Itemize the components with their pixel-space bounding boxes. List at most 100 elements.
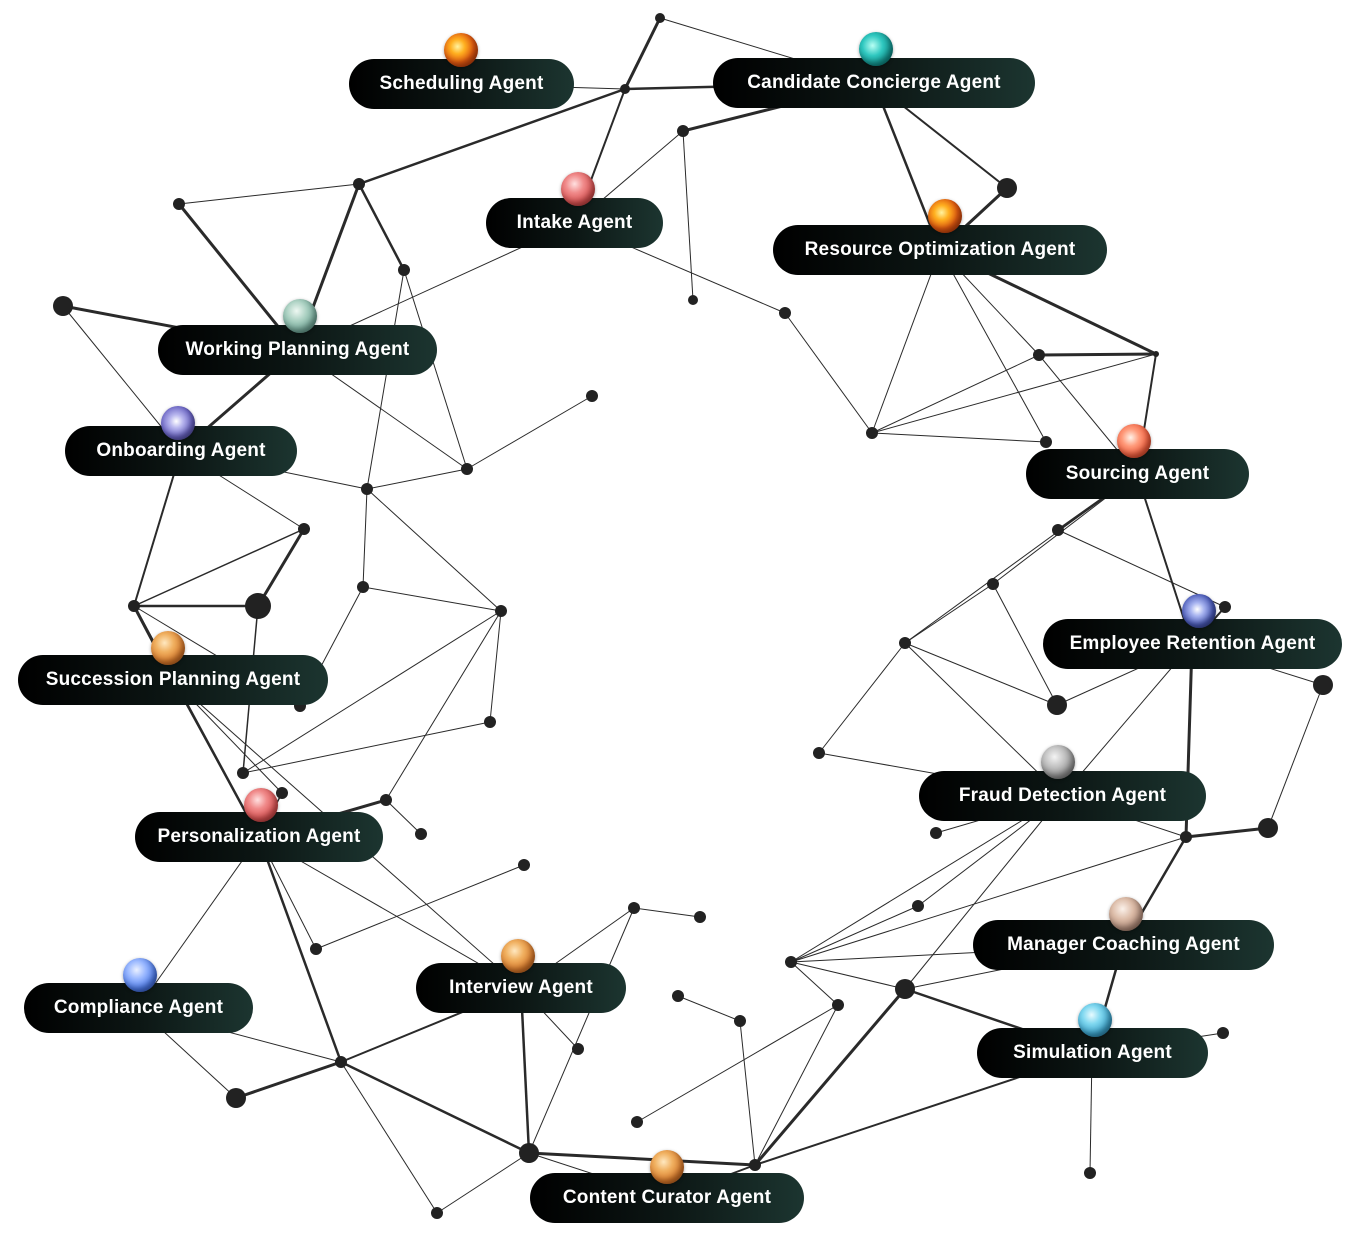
network-edge: [385, 799, 422, 835]
network-node: [53, 296, 73, 316]
network-edge: [633, 907, 701, 918]
onboarding-agent-label: Onboarding Agent: [96, 440, 266, 461]
working-planning-agent-label: Working Planning Agent: [185, 339, 410, 360]
interview-agent-label: Interview Agent: [449, 977, 593, 998]
network-edge: [739, 1020, 756, 1166]
red-orb-icon: [244, 788, 278, 822]
compliance-agent-label: Compliance Agent: [53, 997, 224, 1018]
network-edge: [623, 17, 662, 90]
network-node: [912, 900, 924, 912]
sourcing-agent-label: Sourcing Agent: [1065, 463, 1210, 484]
network-node: [930, 827, 942, 839]
simulation-agent-label: Simulation Agent: [1013, 1042, 1172, 1063]
scheduling-agent-label: Scheduling Agent: [379, 73, 544, 94]
intake-agent-pill[interactable]: Intake Agent: [486, 198, 663, 248]
content-curator-agent-label: Content Curator Agent: [562, 1187, 772, 1208]
resource-optimization-agent-pill[interactable]: Resource Optimization Agent: [773, 225, 1107, 275]
network-edge: [340, 1061, 438, 1214]
network-edge: [871, 353, 1157, 434]
gray-orb-icon: [1041, 745, 1075, 779]
network-edge: [992, 583, 1058, 706]
fire-orb-icon: [444, 33, 478, 67]
network-edge: [133, 528, 305, 607]
network-edge: [489, 610, 502, 723]
succession-planning-agent-label: Succession Planning Agent: [45, 669, 301, 690]
network-node: [734, 1015, 746, 1027]
network-edge: [257, 836, 343, 1063]
sand-orb-icon: [1109, 897, 1143, 931]
network-node: [1258, 818, 1278, 838]
network-node: [461, 463, 473, 475]
network-edge: [1038, 352, 1157, 357]
network-node: [688, 295, 698, 305]
network-edge: [790, 961, 839, 1006]
network-node: [1040, 436, 1052, 448]
employee-retention-agent-pill[interactable]: Employee Retention Agent: [1043, 619, 1342, 669]
network-node: [1153, 351, 1159, 357]
network-node: [895, 979, 915, 999]
network-edge: [904, 473, 1138, 644]
network-node: [586, 390, 598, 402]
network-edge: [818, 642, 906, 754]
network-node: [749, 1159, 761, 1171]
network-node: [361, 483, 373, 495]
network-nodes: [53, 13, 1333, 1219]
network-node: [245, 593, 271, 619]
network-node: [1033, 349, 1045, 361]
network-edge: [366, 488, 502, 612]
network-edge: [366, 468, 468, 490]
network-edge: [133, 450, 182, 607]
network-edge: [256, 528, 306, 607]
network-edge: [178, 183, 360, 205]
network-node: [832, 999, 844, 1011]
storm-orb-icon: [1182, 594, 1216, 628]
network-edge: [357, 183, 406, 271]
network-node: [519, 1143, 539, 1163]
network-edge: [436, 1152, 530, 1214]
network-edge: [366, 269, 405, 490]
network-edge: [403, 269, 468, 470]
working-planning-agent-pill[interactable]: Working Planning Agent: [158, 325, 437, 375]
network-node: [518, 859, 530, 871]
network-edge: [362, 488, 368, 588]
scheduling-agent-pill[interactable]: Scheduling Agent: [349, 59, 574, 109]
content-curator-agent-pill[interactable]: Content Curator Agent: [530, 1173, 804, 1223]
network-node: [677, 125, 689, 137]
network-node: [237, 767, 249, 779]
network-node: [380, 794, 392, 806]
sage-orb-icon: [283, 299, 317, 333]
fraud-detection-agent-pill[interactable]: Fraud Detection Agent: [919, 771, 1206, 821]
network-node: [672, 990, 684, 1002]
network-edge: [519, 987, 531, 1154]
network-node: [128, 600, 140, 612]
network-edge: [904, 795, 1063, 990]
network-node: [173, 198, 185, 210]
amber-orb-icon: [501, 939, 535, 973]
teal-orb-icon: [859, 32, 893, 66]
amber-orb-icon: [151, 631, 185, 665]
network-node: [398, 264, 410, 276]
network-edge: [1185, 826, 1269, 839]
network-node: [484, 716, 496, 728]
network-node: [694, 911, 706, 923]
candidate-concierge-agent-pill[interactable]: Candidate Concierge Agent: [713, 58, 1035, 108]
network-edge: [753, 988, 907, 1166]
network-edge: [315, 864, 525, 950]
network-edge: [904, 583, 994, 644]
network-edge: [258, 836, 522, 989]
network-edge: [358, 87, 626, 186]
network-node: [655, 13, 665, 23]
network-edge: [904, 642, 1058, 706]
network-edge: [754, 1004, 839, 1166]
network-edge: [790, 905, 919, 963]
network-node: [1052, 524, 1064, 536]
network-edge: [636, 1004, 839, 1123]
network-edge: [242, 721, 491, 774]
network-node: [335, 1056, 347, 1068]
network-edge: [528, 1151, 756, 1167]
fraud-detection-agent-label: Fraud Detection Agent: [958, 785, 1167, 806]
network-node: [415, 828, 427, 840]
network-edge: [1061, 643, 1193, 797]
compliance-agent-pill[interactable]: Compliance Agent: [24, 983, 253, 1033]
